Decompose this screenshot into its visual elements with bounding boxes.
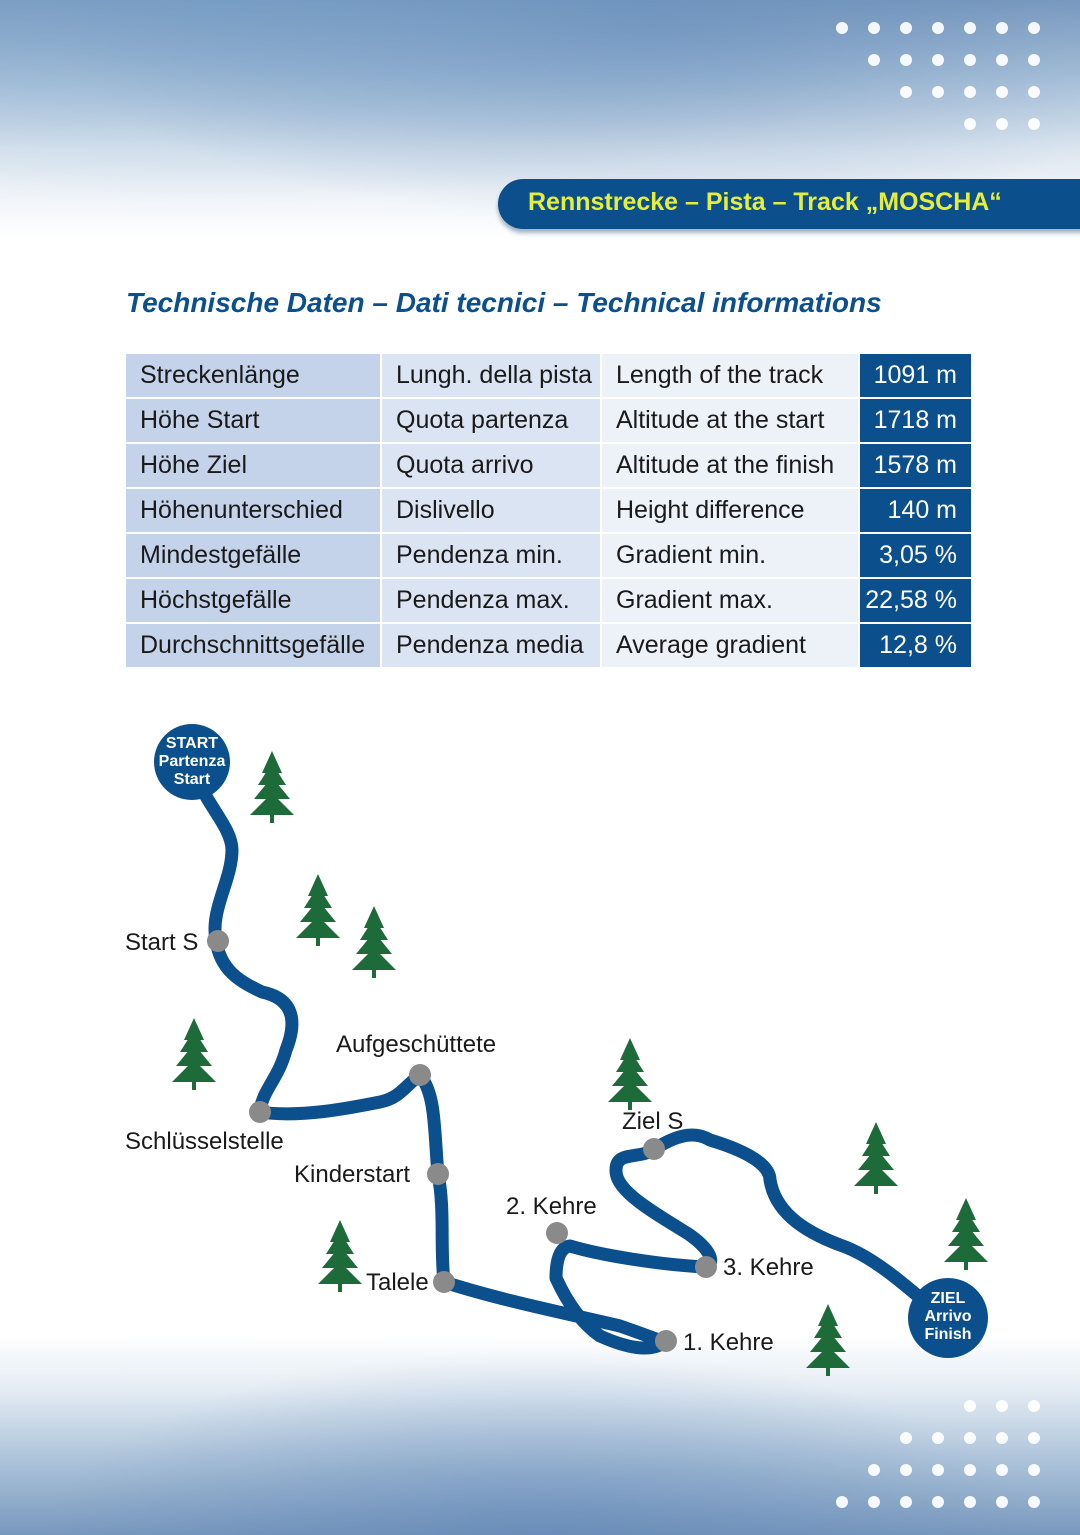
- point-schluesselstelle: [249, 1101, 271, 1123]
- tree-icon: [608, 1038, 652, 1110]
- cell-english: Height difference: [601, 488, 860, 534]
- cell-italian: Pendenza max.: [381, 578, 602, 624]
- cell-value: 1578 m: [859, 443, 971, 489]
- tree-icon: [172, 1018, 216, 1090]
- cell-value: 22,58 %: [859, 578, 971, 624]
- cell-english: Gradient max.: [601, 578, 860, 624]
- start-circle: [154, 724, 230, 800]
- tree-icon: [854, 1122, 898, 1194]
- cell-italian: Dislivello: [381, 488, 602, 534]
- cell-value: 1091 m: [859, 354, 971, 399]
- cell-english: Altitude at the start: [601, 398, 860, 444]
- tree-icon: [250, 751, 294, 823]
- finish-circle: [908, 1278, 988, 1358]
- cell-italian: Pendenza min.: [381, 533, 602, 579]
- trees: [172, 751, 988, 1376]
- track-title: Rennstrecke – Pista – Track „MOSCHA“: [528, 188, 1002, 216]
- point-kinderstart: [427, 1163, 449, 1185]
- label-kehre-1: 1. Kehre: [683, 1329, 774, 1356]
- tree-icon: [296, 874, 340, 946]
- cell-german: Höchstgefälle: [126, 578, 382, 624]
- cell-value: 3,05 %: [859, 533, 971, 579]
- label-aufgeschuettete: Aufgeschüttete: [336, 1031, 497, 1058]
- tree-icon: [944, 1198, 988, 1270]
- cell-english: Length of the track: [601, 354, 860, 399]
- cell-value: 12,8 %: [859, 623, 971, 669]
- point-kehre-1: [655, 1330, 677, 1352]
- label-ziel-s: Ziel S: [622, 1108, 684, 1135]
- tree-icon: [806, 1304, 850, 1376]
- cell-italian: Quota partenza: [381, 398, 602, 444]
- cell-english: Altitude at the finish: [601, 443, 860, 489]
- point-kehre-2: [546, 1222, 568, 1244]
- cell-italian: Lungh. della pista: [381, 354, 602, 399]
- label-kehre-3: 3. Kehre: [723, 1254, 814, 1281]
- cell-value: 140 m: [859, 488, 971, 534]
- label-kinderstart: Kinderstart: [294, 1161, 411, 1188]
- point-ziel-s: [643, 1138, 665, 1160]
- cell-value: 1718 m: [859, 398, 971, 444]
- cell-italian: Pendenza media: [381, 623, 602, 669]
- tree-icon: [318, 1220, 362, 1292]
- finish-circle-label: ZIEL Arrivo Finish: [924, 1290, 972, 1343]
- cell-german: Höhenunterschied: [126, 488, 382, 534]
- start-circle-label: START Partenza Start: [158, 735, 226, 788]
- track-map: [154, 724, 988, 1376]
- cell-german: Durchschnittsgefälle: [126, 623, 382, 669]
- track-line: [185, 755, 947, 1355]
- track-title-banner: Rennstrecke – Pista – Track „MOSCHA“: [498, 179, 1080, 229]
- cell-italian: Quota arrivo: [381, 443, 602, 489]
- cell-german: Streckenlänge: [126, 354, 382, 399]
- cell-english: Average gradient: [601, 623, 860, 669]
- label-talele: Talele: [366, 1269, 429, 1296]
- point-aufgeschuettete: [409, 1064, 431, 1086]
- point-kehre-3: [695, 1256, 717, 1278]
- label-kehre-2: 2. Kehre: [506, 1193, 597, 1220]
- point-talele: [433, 1271, 455, 1293]
- label-schluesselstelle: Schlüsselstelle: [125, 1128, 284, 1155]
- cell-german: Mindestgefälle: [126, 533, 382, 579]
- section-title: Technische Daten – Dati tecnici – Techni…: [126, 287, 882, 318]
- cell-german: Höhe Start: [126, 398, 382, 444]
- label-start-s: Start S: [125, 929, 199, 956]
- cell-german: Höhe Ziel: [126, 443, 382, 489]
- cell-english: Gradient min.: [601, 533, 860, 579]
- tree-icon: [352, 906, 396, 978]
- point-start-s: [207, 930, 229, 952]
